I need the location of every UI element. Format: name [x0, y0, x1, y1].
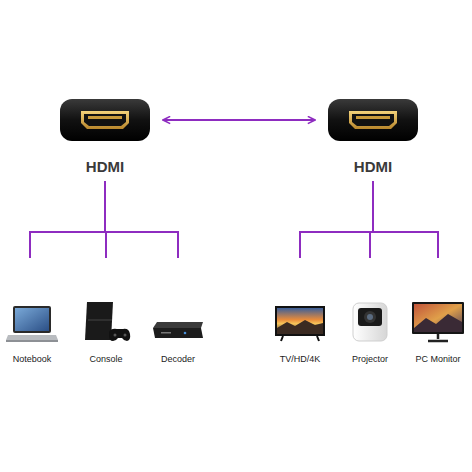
decoder-icon: [151, 304, 205, 344]
bracket-line: [105, 181, 178, 258]
hdmi-connector: [327, 98, 419, 142]
console-icon: [81, 300, 131, 344]
device: Console: [79, 258, 133, 364]
device: Notebook: [3, 258, 61, 364]
bracket-line: [300, 181, 373, 258]
projector-icon: [347, 300, 393, 344]
hdmi-connector: [59, 98, 151, 142]
device-label: Decoder: [161, 354, 195, 364]
device-label: TV/HD/4K: [280, 354, 321, 364]
device: Projector: [345, 258, 395, 364]
device: TV/HD/4K: [271, 258, 329, 364]
hdmi-port: HDMI: [325, 98, 421, 175]
device-label: Notebook: [13, 354, 52, 364]
port-label: HDMI: [86, 158, 124, 175]
device-label: PC Monitor: [415, 354, 460, 364]
double-arrow: [163, 119, 315, 121]
hdmi-port: HDMI: [57, 98, 153, 175]
device: Decoder: [149, 258, 207, 364]
device: PC Monitor: [408, 258, 468, 364]
bracket-line: [30, 181, 105, 258]
pc-monitor-icon: [410, 300, 466, 344]
notebook-icon: [5, 304, 59, 344]
tv-icon: [273, 302, 327, 344]
bracket-line: [373, 181, 438, 258]
device-label: Console: [89, 354, 122, 364]
device-label: Projector: [352, 354, 388, 364]
port-label: HDMI: [354, 158, 392, 175]
